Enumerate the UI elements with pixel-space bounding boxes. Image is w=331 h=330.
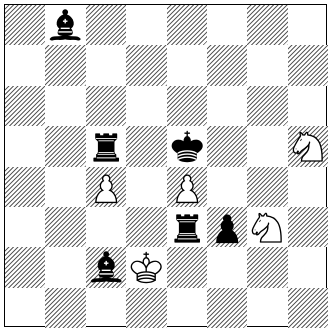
- square-d6[interactable]: [126, 86, 166, 126]
- white-knight-icon[interactable]: [288, 126, 328, 166]
- square-f4[interactable]: [207, 167, 247, 207]
- black-rook-icon[interactable]: [86, 126, 126, 166]
- square-d8[interactable]: [126, 5, 166, 45]
- square-a2[interactable]: [5, 247, 45, 287]
- square-a3[interactable]: [5, 207, 45, 247]
- white-pawn-icon[interactable]: [167, 167, 207, 207]
- black-rook-icon[interactable]: [167, 207, 207, 247]
- square-e2[interactable]: [167, 247, 207, 287]
- square-b1[interactable]: [45, 288, 85, 328]
- square-h8[interactable]: [288, 5, 328, 45]
- square-g5[interactable]: [247, 126, 287, 166]
- square-g1[interactable]: [247, 288, 287, 328]
- square-h4[interactable]: [288, 167, 328, 207]
- square-g4[interactable]: [247, 167, 287, 207]
- square-c3[interactable]: [86, 207, 126, 247]
- square-g7[interactable]: [247, 45, 287, 85]
- square-d5[interactable]: [126, 126, 166, 166]
- white-king-icon[interactable]: [126, 247, 166, 287]
- square-b7[interactable]: [45, 45, 85, 85]
- square-b2[interactable]: [45, 247, 85, 287]
- white-knight-icon[interactable]: [247, 207, 287, 247]
- square-a4[interactable]: [5, 167, 45, 207]
- black-king-icon[interactable]: [167, 126, 207, 166]
- square-e7[interactable]: [167, 45, 207, 85]
- square-e1[interactable]: [167, 288, 207, 328]
- square-b5[interactable]: [45, 126, 85, 166]
- square-c1[interactable]: [86, 288, 126, 328]
- square-d4[interactable]: [126, 167, 166, 207]
- black-bishop-icon[interactable]: [86, 247, 126, 287]
- square-a1[interactable]: [5, 288, 45, 328]
- square-f7[interactable]: [207, 45, 247, 85]
- square-f1[interactable]: [207, 288, 247, 328]
- square-h7[interactable]: [288, 45, 328, 85]
- white-pawn-icon[interactable]: [86, 167, 126, 207]
- chess-board: [4, 4, 327, 327]
- square-g6[interactable]: [247, 86, 287, 126]
- square-h3[interactable]: [288, 207, 328, 247]
- square-e8[interactable]: [167, 5, 207, 45]
- square-c6[interactable]: [86, 86, 126, 126]
- square-h6[interactable]: [288, 86, 328, 126]
- square-f2[interactable]: [207, 247, 247, 287]
- square-a8[interactable]: [5, 5, 45, 45]
- square-g8[interactable]: [247, 5, 287, 45]
- square-f6[interactable]: [207, 86, 247, 126]
- square-h1[interactable]: [288, 288, 328, 328]
- square-a7[interactable]: [5, 45, 45, 85]
- square-d7[interactable]: [126, 45, 166, 85]
- black-pawn-icon[interactable]: [207, 207, 247, 247]
- square-a5[interactable]: [5, 126, 45, 166]
- square-f5[interactable]: [207, 126, 247, 166]
- square-b6[interactable]: [45, 86, 85, 126]
- square-e6[interactable]: [167, 86, 207, 126]
- square-c8[interactable]: [86, 5, 126, 45]
- square-a6[interactable]: [5, 86, 45, 126]
- square-f8[interactable]: [207, 5, 247, 45]
- square-d1[interactable]: [126, 288, 166, 328]
- square-b4[interactable]: [45, 167, 85, 207]
- square-g2[interactable]: [247, 247, 287, 287]
- square-d3[interactable]: [126, 207, 166, 247]
- black-bishop-icon[interactable]: [45, 5, 85, 45]
- square-b3[interactable]: [45, 207, 85, 247]
- square-c7[interactable]: [86, 45, 126, 85]
- square-h2[interactable]: [288, 247, 328, 287]
